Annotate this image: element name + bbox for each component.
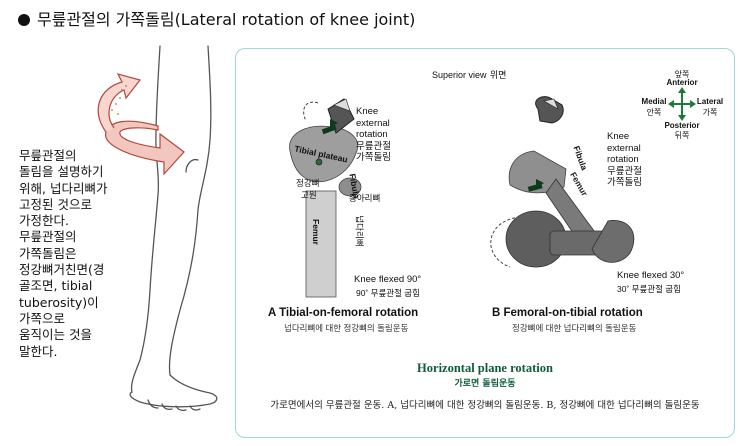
explanation-line: tuberosity)이 bbox=[19, 294, 99, 310]
rotation-arrow-icon bbox=[97, 73, 185, 176]
tibial-ko-label: 정강뼈 bbox=[296, 178, 320, 188]
explanation-line: 가쪽돌림은 bbox=[19, 245, 77, 261]
explanation-line: 고정된 것으로 bbox=[19, 196, 92, 212]
explanation-line: 움직이는 것을 bbox=[19, 327, 92, 343]
anterior-ko-label: 앞쪽 bbox=[674, 70, 690, 79]
explanation-line: 가정한다. bbox=[19, 213, 69, 229]
fig-b-knee-label: Knee external rotation 무릎관절 가쪽돌림 bbox=[607, 131, 642, 188]
fig-a-flexed-label: Knee flexed 90° bbox=[354, 274, 422, 285]
figure-panel: Superior view 위면 앞쪽 Anterior Medial 안쪽 L… bbox=[235, 48, 735, 438]
compass-arrows-icon bbox=[668, 87, 696, 121]
posterior-label: Posterior bbox=[664, 121, 700, 130]
fig-a-femur-label: Femur bbox=[310, 219, 321, 245]
femoral-on-tibial-drawing bbox=[490, 96, 635, 268]
medial-label: Medial bbox=[641, 97, 667, 106]
leg-illustration bbox=[97, 45, 218, 412]
fig-a-knee-label: Knee external rotation 무릎관절 가쪽돌림 bbox=[356, 106, 391, 163]
femur-ko-label: 넙다리뼈 bbox=[354, 215, 365, 247]
explanation-line: 가쪽으로 bbox=[19, 310, 66, 326]
fig-b-flexed-ko-label: 30˚ 무릎관절 굽힘 bbox=[617, 284, 681, 294]
explanation-line: 말한다. bbox=[19, 343, 58, 359]
superior-view-label: Superior view 위면 bbox=[432, 70, 507, 80]
page-title-text: 무릎관절의 가쪽돌림(Lateral rotation of knee join… bbox=[37, 10, 416, 29]
fibula-ko-label: 종아리뼈 bbox=[349, 193, 381, 203]
explanation-line: 무릎관절의 bbox=[19, 148, 77, 163]
medial-ko-label: 안쪽 bbox=[646, 108, 662, 117]
plateau-ko-label: 고원 bbox=[301, 190, 317, 200]
bullet-icon bbox=[18, 14, 30, 26]
posterior-ko-label: 뒤쪽 bbox=[674, 131, 690, 140]
explanation-line: 위해, 넙다리뼈가 bbox=[19, 180, 108, 196]
explanation-line: 정강뼈거친면(경 bbox=[19, 262, 105, 278]
horizontal-plane-label: Horizontal plane rotation bbox=[417, 361, 553, 375]
fig-a-caption-ko: 넙다리뼈에 대한 정강뼈의 돌림운동 bbox=[284, 323, 409, 333]
fig-a-caption: A Tibial-on-femoral rotation bbox=[268, 307, 419, 319]
explanation-line: 골조면, tibial bbox=[19, 278, 93, 294]
fig-b-caption-ko: 정강뼈에 대한 넙다리뼈의 돌림운동 bbox=[512, 323, 637, 333]
direction-compass: 앞쪽 Anterior Medial 안쪽 Lateral 가쪽 Posteri… bbox=[638, 69, 726, 155]
fig-a-flexed-ko-label: 90˚ 무릎관절 굽힘 bbox=[356, 288, 420, 298]
page-title: 무릎관절의 가쪽돌림(Lateral rotation of knee join… bbox=[18, 10, 415, 30]
horizontal-plane-ko-label: 가로면 돌림운동 bbox=[454, 379, 516, 389]
tibial-on-femoral-drawing bbox=[289, 98, 362, 298]
explanation-line: 무릎관절의 bbox=[19, 229, 77, 245]
lateral-ko-label: 가쪽 bbox=[702, 108, 718, 117]
anterior-label: Anterior bbox=[666, 78, 698, 87]
fig-b-flexed-label: Knee flexed 30° bbox=[617, 270, 685, 281]
fig-b-caption: B Femoral-on-tibial rotation bbox=[492, 307, 643, 319]
horizontal-plane-title: Horizontal plane rotation 가로면 돌림운동 bbox=[236, 361, 734, 389]
explanation-text: 무릎관절의 돌림을 설명하기 위해, 넙다리뼈가 고정된 것으로 가정한다. 무… bbox=[19, 148, 134, 360]
lateral-label: Lateral bbox=[696, 97, 724, 106]
explanation-line: 돌림을 설명하기 bbox=[19, 164, 104, 180]
figure-footnote: 가로면에서의 무릎관절 운동. A, 넙다리뼈에 대한 정강뼈의 돌림운동. B… bbox=[270, 400, 700, 411]
